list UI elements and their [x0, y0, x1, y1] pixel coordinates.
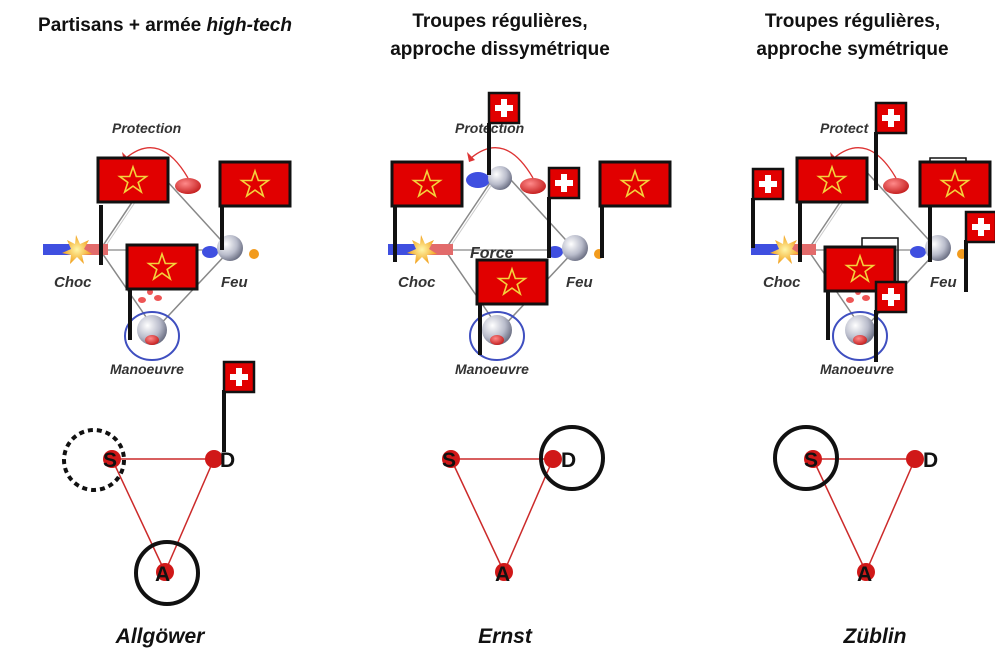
panel-1-a-circle: [134, 540, 200, 606]
panel-1-s-dashed-circle: [62, 428, 126, 492]
panel-1-swiss-flag: [222, 360, 256, 394]
panel-1-title-italic: high-tech: [206, 15, 292, 36]
panel-2-label-manoeuvre: Manoeuvre: [455, 361, 529, 377]
panel-3-label-protection: Protect: [820, 120, 870, 136]
panel-1-label-protection: Protection: [112, 120, 181, 136]
panel-3-sda-triangle: [803, 449, 925, 582]
panel-2-diagram: Protection Choc Force Feu Manoeuvre S D …: [387, 91, 672, 586]
panel-2-node-s: S: [442, 449, 456, 472]
panel-3-diagram: Protect Choc Feu Manoeuvre S D A: [750, 101, 995, 586]
panel-2-d-circle: [539, 425, 605, 491]
panel-2-node-a: A: [495, 563, 510, 586]
panel-1-label-feu: Feu: [221, 274, 248, 291]
panel-2-node-d: D: [561, 449, 576, 472]
panel-1-red-flag-1: [96, 156, 170, 204]
panel-2-label-choc: Choc: [398, 274, 436, 291]
panel-2-red-flag-1: [390, 160, 464, 208]
panel-1-red-flag-2: [218, 160, 292, 208]
panel-2-swiss-flag-1: [487, 91, 521, 125]
panel-3-red-flag-1: [795, 156, 869, 204]
panel-3-name: Züblin: [843, 625, 907, 648]
panel-3-label-choc: Choc: [763, 274, 801, 291]
panel-3-node-d: D: [923, 449, 938, 472]
panel-2-red-flag-2: [598, 160, 672, 208]
panel-3-swiss-flag-3: [964, 210, 995, 244]
panel-1-name: Allgöwer: [115, 625, 205, 648]
panel-2-title-line1: Troupes régulières,: [412, 11, 588, 32]
panel-3-swiss-flag-1: [874, 101, 908, 135]
panel-1-red-flag-3: [125, 243, 199, 291]
panel-1-label-manoeuvre: Manoeuvre: [110, 361, 184, 377]
panel-3-title-line1: Troupes régulières,: [764, 11, 941, 32]
panel-2-red-flag-3: [475, 258, 549, 306]
panel-1-title-main: Partisans + armée: [38, 15, 207, 36]
panel-3-node-a: A: [857, 563, 872, 586]
panel-2-label-feu: Feu: [566, 274, 593, 291]
panel-2-title: Troupes régulières, approche dissymétriq…: [345, 8, 655, 64]
panel-3-red-flag-2: [918, 160, 992, 208]
panel-2-label-force: Force: [470, 245, 514, 262]
panel-1-label-choc: Choc: [54, 274, 92, 291]
panel-1-diagram: Protection Choc Feu Manoeuvre S D A: [42, 120, 292, 606]
panel-1-node-s: S: [103, 449, 117, 472]
panel-3-s-circle: [773, 425, 839, 491]
panel-1-node-d: D: [220, 449, 235, 472]
panel-2-title-line2: approche dissymétrique: [390, 39, 610, 60]
panel-2-swiss-flag-2: [547, 166, 581, 200]
panel-3-title: Troupes régulières, approche symétrique: [710, 8, 995, 64]
panel-3-label-manoeuvre: Manoeuvre: [820, 361, 894, 377]
panel-3-label-feu: Feu: [930, 274, 957, 291]
panel-3-node-s: S: [804, 449, 818, 472]
panel-2-name: Ernst: [478, 625, 532, 648]
panel-3-swiss-flag-4: [874, 280, 908, 314]
panel-1-title: Partisans + armée high-tech: [0, 12, 330, 40]
panel-3-title-line2: approche symétrique: [756, 39, 949, 60]
panel-1-node-a: A: [155, 563, 170, 586]
panel-3-swiss-flag-2: [751, 167, 785, 201]
